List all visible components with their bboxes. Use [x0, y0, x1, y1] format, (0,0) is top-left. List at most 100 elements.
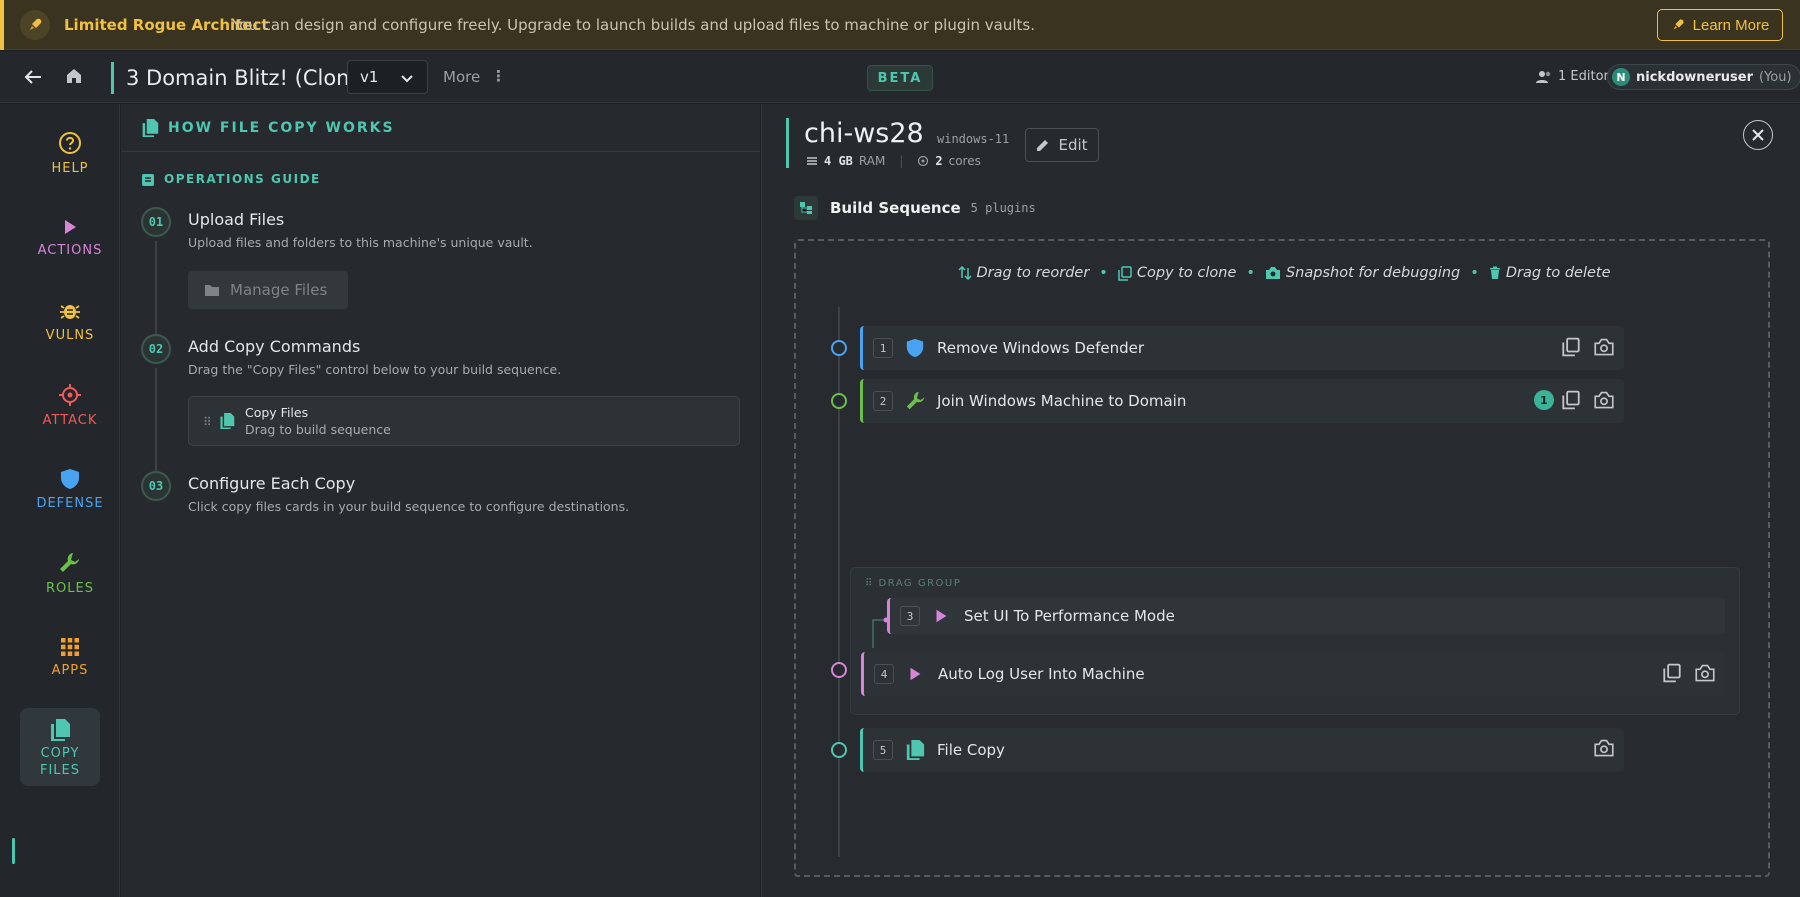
plugin-actions — [1663, 663, 1715, 683]
plugin-actions — [1562, 337, 1614, 357]
reorder-icon — [957, 266, 972, 280]
copy-icon[interactable] — [1562, 390, 1580, 410]
manage-files-button[interactable]: Manage Files — [188, 271, 348, 309]
nav-item-vulns[interactable]: VULNS — [20, 282, 120, 360]
copy-files-draggable[interactable]: ⠿ Copy Files Drag to build sequence — [188, 396, 740, 446]
camera-icon[interactable] — [1594, 391, 1614, 409]
sequence-icon — [794, 196, 818, 220]
build-sequence-header: Build Sequence 5 plugins — [794, 196, 1036, 220]
camera-icon[interactable] — [1695, 664, 1715, 682]
users-icon — [1536, 70, 1551, 83]
more-menu[interactable]: More — [443, 68, 481, 86]
crosshair-icon — [59, 383, 81, 406]
step-description: Drag the "Copy Files" control below to y… — [188, 362, 562, 377]
step-connector — [155, 368, 157, 472]
learn-more-button[interactable]: Learn More — [1657, 9, 1783, 41]
memory-icon — [807, 157, 817, 165]
config-badge: 1 — [1534, 390, 1554, 410]
nav-label: APPS — [51, 662, 89, 678]
play-icon — [936, 609, 947, 623]
shield-icon — [61, 468, 79, 489]
nav-item-copy-files[interactable]: COPY FILES — [20, 708, 100, 786]
nav-label: ROLES — [46, 580, 94, 596]
plugin-name: Auto Log User Into Machine — [938, 665, 1145, 683]
banner-message: You can design and configure freely. Upg… — [232, 16, 1036, 34]
avatar: N — [1612, 68, 1630, 86]
plugin-count: 5 plugins — [970, 201, 1036, 215]
nav-item-defense[interactable]: DEFENSE — [20, 450, 120, 528]
hint-snapshot: Snapshot for debugging — [1265, 265, 1460, 281]
username: nickdowneruser — [1636, 69, 1754, 85]
drag-group[interactable]: ⠿ DRAG GROUP 3 Set UI To Performance Mod… — [850, 567, 1740, 715]
hint-separator: • — [1246, 265, 1255, 281]
banner-title: Limited Rogue Architect — [64, 16, 269, 34]
nav-item-apps[interactable]: APPS — [20, 618, 120, 696]
plugin-number: 2 — [873, 391, 893, 411]
project-title[interactable]: 3 Domain Blitz! (Clone) — [126, 66, 371, 90]
file-copy-icon — [51, 719, 70, 741]
step-description: Click copy files cards in your build seq… — [188, 499, 630, 514]
hint-clone: Copy to clone — [1118, 265, 1236, 281]
nav-item-attack[interactable]: ATTACK — [20, 366, 120, 444]
close-button[interactable] — [1743, 120, 1773, 150]
copy-icon[interactable] — [1562, 337, 1580, 357]
side-nav: HELP ACTIONS VULNS ATTACK DEFENSE ROLES … — [0, 104, 120, 897]
timeline-node — [831, 393, 847, 409]
plugin-name: File Copy — [937, 741, 1005, 759]
timeline-node — [831, 742, 847, 758]
file-copy-icon — [220, 413, 235, 429]
plugin-name: Set UI To Performance Mode — [964, 607, 1175, 625]
nav-label: ATTACK — [42, 412, 98, 428]
plugin-card-performance-mode[interactable]: 3 Set UI To Performance Mode — [887, 598, 1725, 634]
wrench-icon — [906, 391, 925, 410]
plugin-actions — [1594, 739, 1614, 757]
build-sequence-title: Build Sequence — [830, 199, 961, 217]
drag-handle-icon[interactable]: ⠿ — [203, 415, 212, 429]
camera-icon[interactable] — [1594, 338, 1614, 356]
title-accent — [111, 62, 114, 94]
version-select[interactable]: v1 — [347, 60, 428, 94]
nav-label: DEFENSE — [36, 495, 104, 511]
camera-icon[interactable] — [1594, 739, 1614, 757]
version-value: v1 — [360, 68, 379, 86]
camera-icon — [1265, 267, 1280, 279]
copy-card-title: Copy Files — [245, 405, 309, 420]
plugin-card-remove-defender[interactable]: 1 Remove Windows Defender — [860, 326, 1624, 370]
back-arrow-icon[interactable] — [22, 66, 44, 92]
nav-item-help[interactable]: HELP — [20, 114, 120, 192]
hint-reorder: Drag to reorder — [957, 265, 1089, 281]
copy-icon[interactable] — [1663, 663, 1681, 683]
nav-item-roles[interactable]: ROLES — [20, 534, 120, 612]
step-connector — [155, 241, 157, 341]
home-icon[interactable] — [64, 66, 84, 90]
plugin-card-join-domain[interactable]: 2 Join Windows Machine to Domain 1 — [860, 379, 1624, 423]
kebab-icon[interactable]: ⋮ — [491, 67, 506, 85]
build-sequence-dropzone[interactable]: Drag to reorder • Copy to clone • Snapsh… — [794, 239, 1770, 877]
nav-item-actions[interactable]: ACTIONS — [20, 198, 120, 276]
help-circle-icon — [59, 131, 81, 154]
drag-group-text: DRAG GROUP — [878, 578, 962, 589]
close-icon — [1752, 129, 1764, 141]
machine-specs: 4 GB RAM | 2 cores — [806, 154, 981, 168]
pencil-icon — [1037, 140, 1049, 151]
nav-label: HELP — [51, 160, 89, 176]
user-chip[interactable]: N nickdowneruser (You) — [1607, 64, 1800, 90]
shield-icon — [906, 338, 924, 358]
ram-label: RAM — [858, 154, 886, 168]
hint-separator: • — [1470, 265, 1479, 281]
plugin-card-auto-login[interactable]: 4 Auto Log User Into Machine — [861, 652, 1725, 696]
nav-label: ACTIONS — [37, 242, 103, 258]
beta-badge: BETA — [867, 65, 933, 91]
copy-icon — [1118, 265, 1132, 281]
edit-button[interactable]: Edit — [1025, 128, 1099, 162]
editors-count: 1 Editor — [1536, 69, 1609, 84]
operations-guide-heading: OPERATIONS GUIDE — [164, 172, 321, 186]
nav-label: VULNS — [45, 327, 95, 343]
top-bar: 3 Domain Blitz! (Clone) v1 More ⋮ BETA 1… — [0, 51, 1800, 103]
editors-label: 1 Editor — [1558, 69, 1609, 84]
bug-icon — [60, 304, 80, 319]
hint-separator: • — [1099, 265, 1108, 281]
plugin-card-file-copy[interactable]: 5 File Copy — [860, 728, 1624, 772]
edit-label: Edit — [1058, 136, 1088, 154]
ram-value: 4 GB — [824, 154, 853, 168]
